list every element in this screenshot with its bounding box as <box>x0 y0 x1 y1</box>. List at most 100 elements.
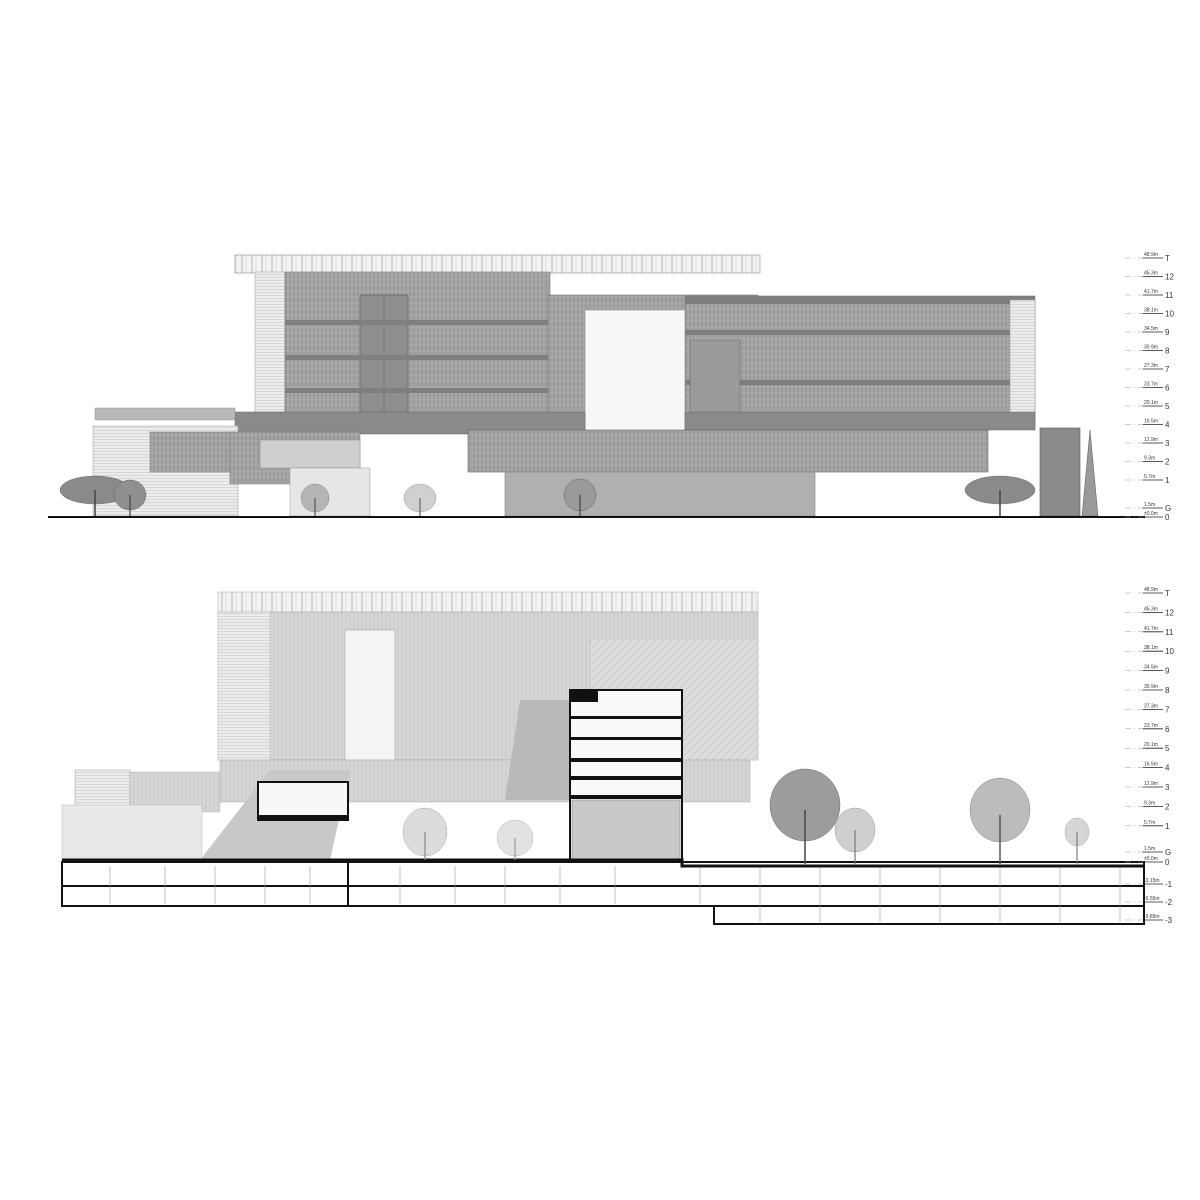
level-name-label: 5 <box>1165 744 1170 753</box>
level-elevation-label: 12.9m <box>1144 437 1158 443</box>
level-name-label: 6 <box>1165 725 1170 734</box>
elevation-right-wing-band <box>685 330 1035 335</box>
elevation-band <box>285 320 550 325</box>
level-marker: ±0.0m 0 <box>1125 511 1170 522</box>
level-marker: 41.7m 11 <box>1125 626 1174 637</box>
level-elevation-label: 41.7m <box>1144 289 1158 295</box>
level-name-label: T <box>1165 589 1170 598</box>
section-left-base <box>61 804 203 861</box>
section-tower-lobby <box>571 799 681 861</box>
level-marker: 23.7m 6 <box>1125 723 1170 734</box>
level-name-label: 6 <box>1165 384 1170 393</box>
level-name-label: 9 <box>1165 328 1170 337</box>
level-name-label: 8 <box>1165 347 1170 356</box>
section-tower-slab <box>570 758 682 762</box>
tree-icon <box>969 777 1031 864</box>
level-name-label: G <box>1165 848 1171 857</box>
elevation-right-wing-band <box>685 296 1035 304</box>
level-name-label: 5 <box>1165 402 1170 411</box>
level-elevation-label: ±0.0m <box>1144 511 1158 517</box>
elevation-right-tower <box>1039 427 1081 517</box>
level-name-label: 0 <box>1165 513 1170 522</box>
level-name-label: 1 <box>1165 476 1170 485</box>
level-name-label: 11 <box>1165 628 1174 637</box>
level-name-label: -2 <box>1165 898 1173 907</box>
level-name-label: 10 <box>1165 647 1174 656</box>
tree-icon <box>403 483 437 516</box>
level-name-label: 3 <box>1165 439 1170 448</box>
level-elevation-label: 1.5m <box>1144 502 1155 508</box>
section-tower-slab <box>570 716 682 719</box>
level-marker: -9.85m-3 <box>1125 914 1173 925</box>
level-elevation-label: 12.9m <box>1144 781 1158 787</box>
tree-icon <box>300 483 330 516</box>
level-elevation-label: 48.9m <box>1144 252 1158 258</box>
level-elevation-label: 45.3m <box>1144 606 1158 612</box>
section-tower-slab <box>570 737 682 740</box>
level-elevation-label: 27.3m <box>1144 363 1158 369</box>
level-elevation-label: -3.15m <box>1144 878 1160 884</box>
level-elevation-label: 23.7m <box>1144 723 1158 729</box>
level-elevation-label: 34.5m <box>1144 326 1158 332</box>
roof-crown <box>234 254 761 274</box>
level-elevation-label: 38.1m <box>1144 645 1158 651</box>
level-name-label: -1 <box>1165 880 1173 889</box>
section-tower-slab <box>570 776 682 780</box>
section-tower-slab <box>570 795 682 799</box>
elevation-glass-panel <box>689 339 741 421</box>
level-elevation-label: 16.5m <box>1144 762 1158 768</box>
level-marker: 38.1m 10 <box>1125 308 1174 319</box>
level-name-label: 2 <box>1165 802 1170 811</box>
section-tower-roof <box>570 690 598 702</box>
level-marker: 23.7m 6 <box>1125 382 1170 393</box>
level-name-label: 0 <box>1165 858 1170 867</box>
level-name-label: 8 <box>1165 686 1170 695</box>
basement-level-2 <box>61 885 1145 907</box>
level-name-label: 4 <box>1165 764 1170 773</box>
level-elevation-label: 38.1m <box>1144 308 1158 314</box>
section-bg-left-mass <box>217 611 271 761</box>
level-marker: 16.5m 4 <box>1125 762 1170 773</box>
elevation-band <box>285 388 550 393</box>
level-elevation-label: 1.5m <box>1144 846 1155 852</box>
elevation-left-mass <box>254 271 286 413</box>
level-name-label: 1 <box>1165 822 1170 831</box>
level-elevation-label: 20.1m <box>1144 400 1158 406</box>
level-name-label: 11 <box>1165 291 1174 300</box>
level-marker: 48.9m T <box>1125 587 1170 598</box>
level-elevation-label: 5.7m <box>1144 474 1155 480</box>
section-bg-crown <box>217 591 759 613</box>
level-marker: 9.3m 2 <box>1125 456 1170 467</box>
level-name-label: 10 <box>1165 310 1174 319</box>
level-marker: -3.15m -1 <box>1125 878 1173 889</box>
elevation-lower-right-base <box>504 471 816 517</box>
level-elevation-label: ±0.0m <box>1144 856 1158 862</box>
tree-icon <box>113 479 147 516</box>
level-name-label: 12 <box>1165 273 1174 282</box>
level-elevation-label: 9.3m <box>1144 800 1155 806</box>
level-elevation-label: 30.9m <box>1144 345 1158 351</box>
level-name-label: G <box>1165 504 1171 513</box>
tree-icon <box>496 819 534 860</box>
level-elevation-label: 41.7m <box>1144 626 1158 632</box>
level-elevation-label: 48.9m <box>1144 587 1158 593</box>
level-name-label: 9 <box>1165 667 1170 676</box>
elevation-entry-glass <box>289 467 371 517</box>
section-bg-shadow <box>505 700 590 800</box>
level-marker: 30.9m 8 <box>1125 345 1170 356</box>
tree-icon <box>769 768 841 864</box>
level-name-label: 2 <box>1165 458 1170 467</box>
section-bg-core <box>344 629 396 761</box>
level-elevation-label: 9.3m <box>1144 456 1155 462</box>
level-elevation-label: 23.7m <box>1144 382 1158 388</box>
